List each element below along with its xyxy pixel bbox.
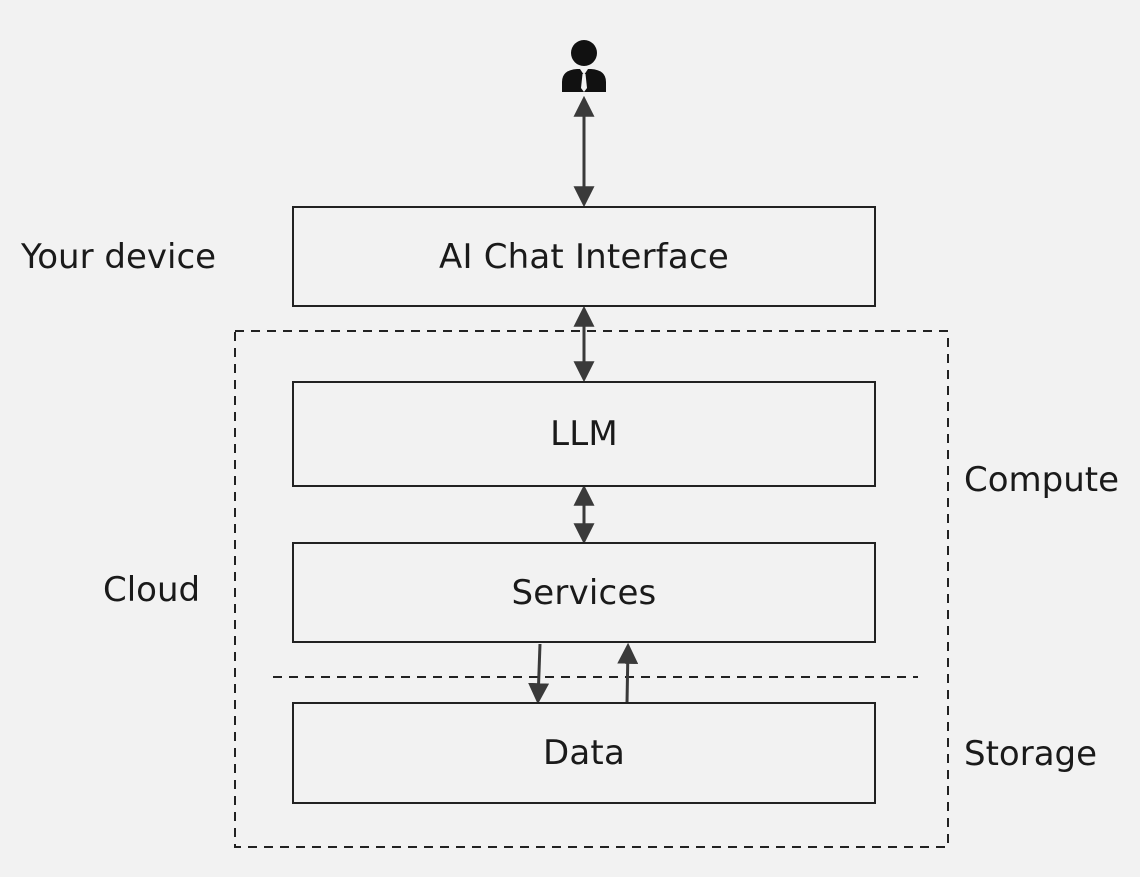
ai-chat-interface-label: AI Chat Interface <box>439 236 729 277</box>
compute-label: Compute <box>964 460 1120 500</box>
your-device-label: Your device <box>21 237 217 277</box>
data-label: Data <box>543 733 625 773</box>
ai-chat-interface-box: AI Chat Interface <box>292 206 876 307</box>
llm-box: LLM <box>292 381 876 487</box>
arrow-data-to-services <box>617 642 639 704</box>
services-box: Services <box>292 542 876 643</box>
data-box: Data <box>292 702 876 804</box>
cloud-label: Cloud <box>103 570 201 610</box>
arrow-services-to-data <box>528 643 550 705</box>
services-label: Services <box>511 572 657 613</box>
llm-label: LLM <box>550 414 618 454</box>
storage-label: Storage <box>964 734 1098 774</box>
user-icon <box>562 40 606 92</box>
